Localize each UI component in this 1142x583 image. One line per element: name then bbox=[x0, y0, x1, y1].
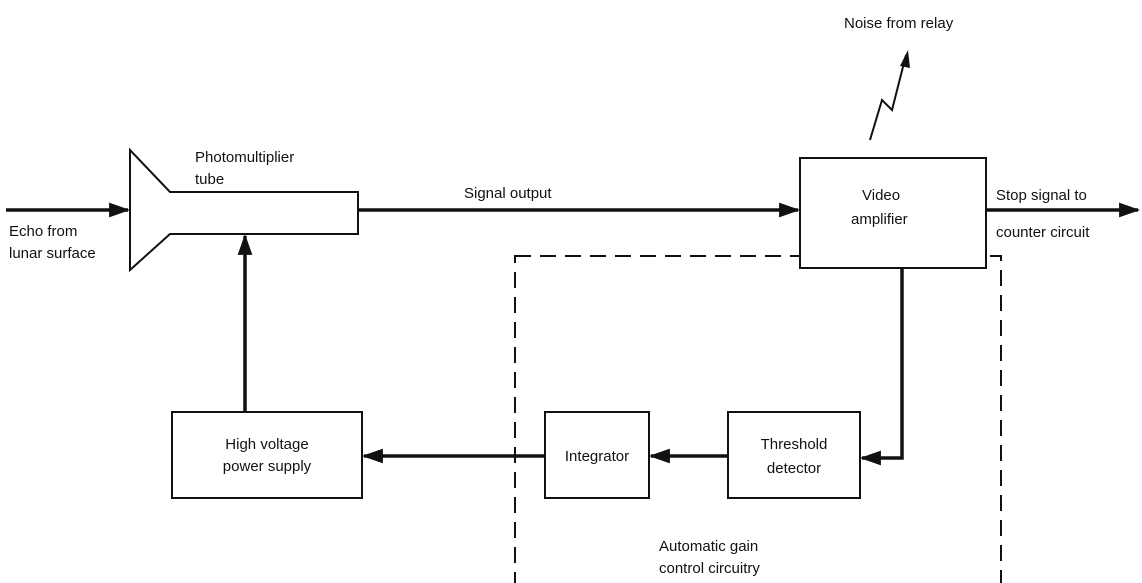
feedback-path bbox=[859, 268, 904, 466]
integrator-box bbox=[544, 411, 650, 499]
high-voltage-box bbox=[171, 411, 363, 499]
high-voltage-label-line1: High voltage bbox=[225, 436, 308, 453]
threshold-label-line1: Threshold bbox=[761, 436, 828, 453]
stop-signal-label-line1: Stop signal to bbox=[996, 187, 1087, 204]
agc-boundary bbox=[514, 255, 1002, 583]
threshold-label-line2: detector bbox=[767, 460, 821, 477]
signal-output-label: Signal output bbox=[464, 185, 552, 202]
photomultiplier-label-line1: Photomultiplier bbox=[195, 149, 294, 166]
noise-label: Noise from relay bbox=[844, 15, 954, 32]
echo-label-line1: Echo from bbox=[9, 223, 77, 240]
echo-label-line2: lunar surface bbox=[9, 245, 96, 262]
agc-label-line1: Automatic gain bbox=[659, 538, 758, 555]
video-amplifier-label-line1: Video bbox=[862, 187, 900, 204]
stop-signal-label-line2: counter circuit bbox=[996, 224, 1090, 241]
high-voltage-label-line2: power supply bbox=[223, 458, 312, 475]
threshold-detector-box bbox=[727, 411, 861, 499]
video-amplifier-box bbox=[799, 157, 987, 269]
photomultiplier-label-line2: tube bbox=[195, 171, 224, 188]
video-amplifier-label-line2: amplifier bbox=[851, 211, 908, 228]
noise-lightning-icon bbox=[869, 54, 907, 141]
integrator-label: Integrator bbox=[565, 448, 629, 465]
noise-bolt-head bbox=[900, 50, 910, 68]
photomultiplier-tube-shape bbox=[129, 147, 359, 273]
agc-label-line2: control circuitry bbox=[659, 560, 760, 577]
